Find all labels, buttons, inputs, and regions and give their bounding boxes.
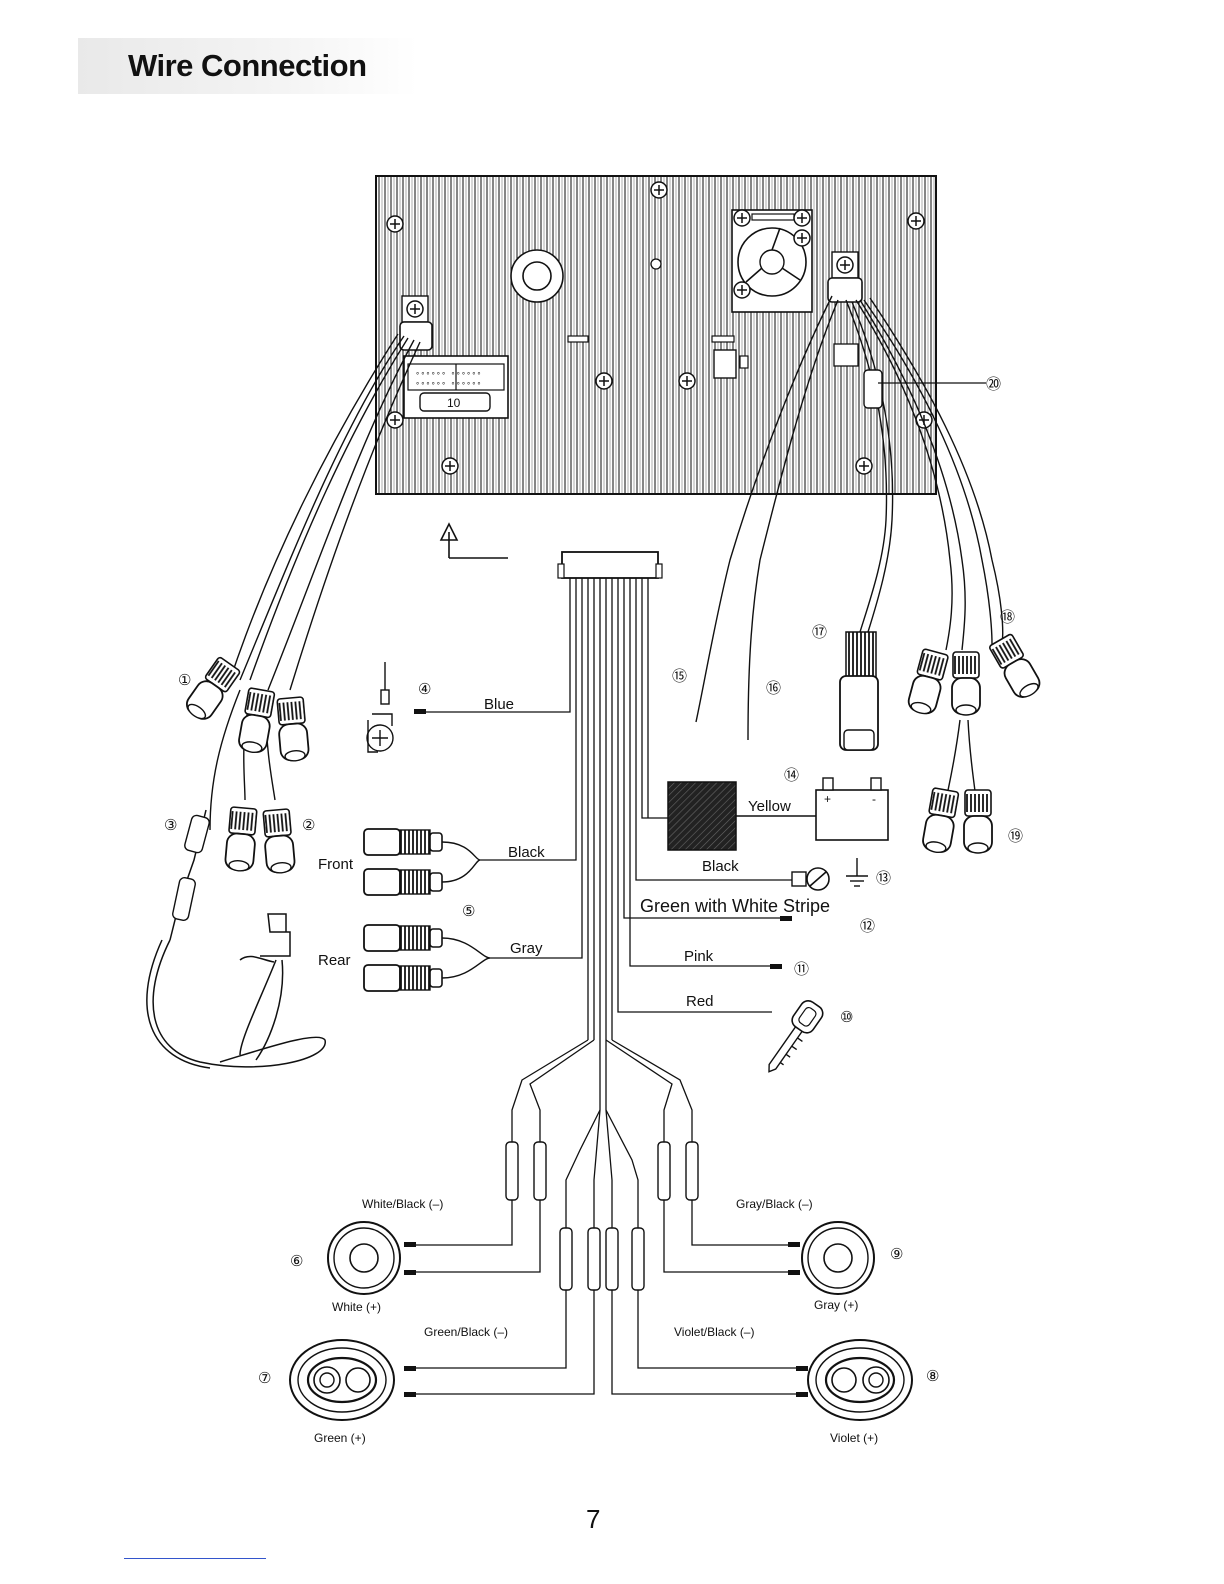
yellow-wire-label: Yellow	[748, 798, 791, 815]
gray-black-wire-label: Gray/Black (–)	[736, 1197, 813, 1211]
fan-icon	[732, 210, 812, 312]
callout-15: ⑮	[672, 668, 687, 685]
inline-splice-tubes	[506, 1142, 698, 1290]
callout-10: ⑩	[840, 1009, 853, 1026]
footer-rule	[124, 1558, 266, 1559]
head-unit-rear-panel: °°°°°° °°°°°° °°°°°° °°°°°° 10	[376, 176, 936, 494]
ignition-key-icon	[759, 998, 826, 1079]
rca-plug-icon	[364, 829, 442, 991]
screw-icon	[596, 373, 612, 389]
callout-18: ⑱	[1000, 609, 1015, 626]
main-harness-wires	[406, 578, 800, 1394]
svg-text:°°°°°° °°°°°°: °°°°°° °°°°°°	[416, 371, 483, 380]
white-black-wire-label: White/Black (–)	[362, 1197, 443, 1211]
black-ground-wire-label: Black	[702, 858, 739, 875]
cable-clip	[864, 370, 882, 408]
callout-7: ⑦	[258, 1370, 271, 1387]
screw-icon	[442, 458, 458, 474]
rca-plug-icon	[906, 633, 1043, 854]
gray-rear-wire-label: Gray	[510, 940, 543, 957]
callout-8: ⑧	[926, 1368, 939, 1385]
green-wire-label: Green (+)	[314, 1431, 366, 1445]
battery-plus-label: +	[824, 792, 831, 806]
pink-wire-label: Pink	[684, 948, 714, 965]
iso-connector: °°°°°° °°°°°° °°°°°° °°°°°° 10	[404, 356, 508, 418]
callout-5: ⑤	[462, 903, 475, 920]
green-black-wire-label: Green/Black (–)	[424, 1325, 508, 1339]
callout-11: ⑪	[794, 961, 809, 978]
callout-20: ⑳	[986, 376, 1001, 393]
screw-icon	[679, 373, 695, 389]
violet-black-wire-label: Violet/Black (–)	[674, 1325, 754, 1339]
callout-12: ⑫	[860, 918, 875, 935]
callout-6: ⑥	[290, 1253, 303, 1270]
callout-1: ①	[178, 672, 191, 689]
red-wire-label: Red	[686, 993, 714, 1010]
callout-9: ⑨	[890, 1246, 903, 1263]
callout-14: ⑭	[784, 767, 799, 784]
fuse-label: 10	[447, 396, 461, 410]
pink-wire-end	[770, 964, 782, 969]
direction-arrow-icon	[441, 524, 508, 558]
callout-13: ⑬	[876, 870, 891, 887]
callout-3: ③	[164, 817, 177, 834]
green-white-wire-label: Green with White Stripe	[640, 896, 830, 916]
svg-text:°°°°°° °°°°°°: °°°°°° °°°°°°	[416, 381, 483, 390]
white-wire-label: White (+)	[332, 1300, 381, 1314]
black-front-wire-label: Black	[508, 844, 545, 861]
screw-icon	[908, 213, 924, 229]
main-harness-connector	[558, 552, 662, 578]
green-white-wire-end	[780, 916, 792, 921]
violet-wire-label: Violet (+)	[830, 1431, 878, 1445]
battery-minus-label: -	[872, 792, 876, 806]
antenna-icon	[367, 662, 393, 752]
video-input-connector	[840, 632, 878, 750]
screw-icon	[856, 458, 872, 474]
backup-fuse-block	[668, 782, 736, 850]
speaker-icon	[290, 1222, 912, 1420]
screw-icon	[651, 182, 667, 198]
callout-19: ⑲	[1008, 828, 1023, 845]
blue-wire-end	[414, 709, 426, 714]
page-number: 7	[586, 1504, 600, 1535]
callout-4: ④	[418, 681, 431, 698]
screw-icon	[387, 412, 403, 428]
callout-16: ⑯	[766, 680, 781, 697]
callout-2: ②	[302, 817, 315, 834]
callout-17: ⑰	[812, 624, 827, 641]
gray-wire-label: Gray (+)	[814, 1298, 858, 1312]
blue-wire-label: Blue	[484, 696, 514, 713]
rear-label: Rear	[318, 952, 351, 969]
ground-icon	[792, 858, 868, 890]
front-label: Front	[318, 856, 354, 873]
battery-icon: + -	[816, 778, 888, 840]
screw-icon	[387, 216, 403, 232]
